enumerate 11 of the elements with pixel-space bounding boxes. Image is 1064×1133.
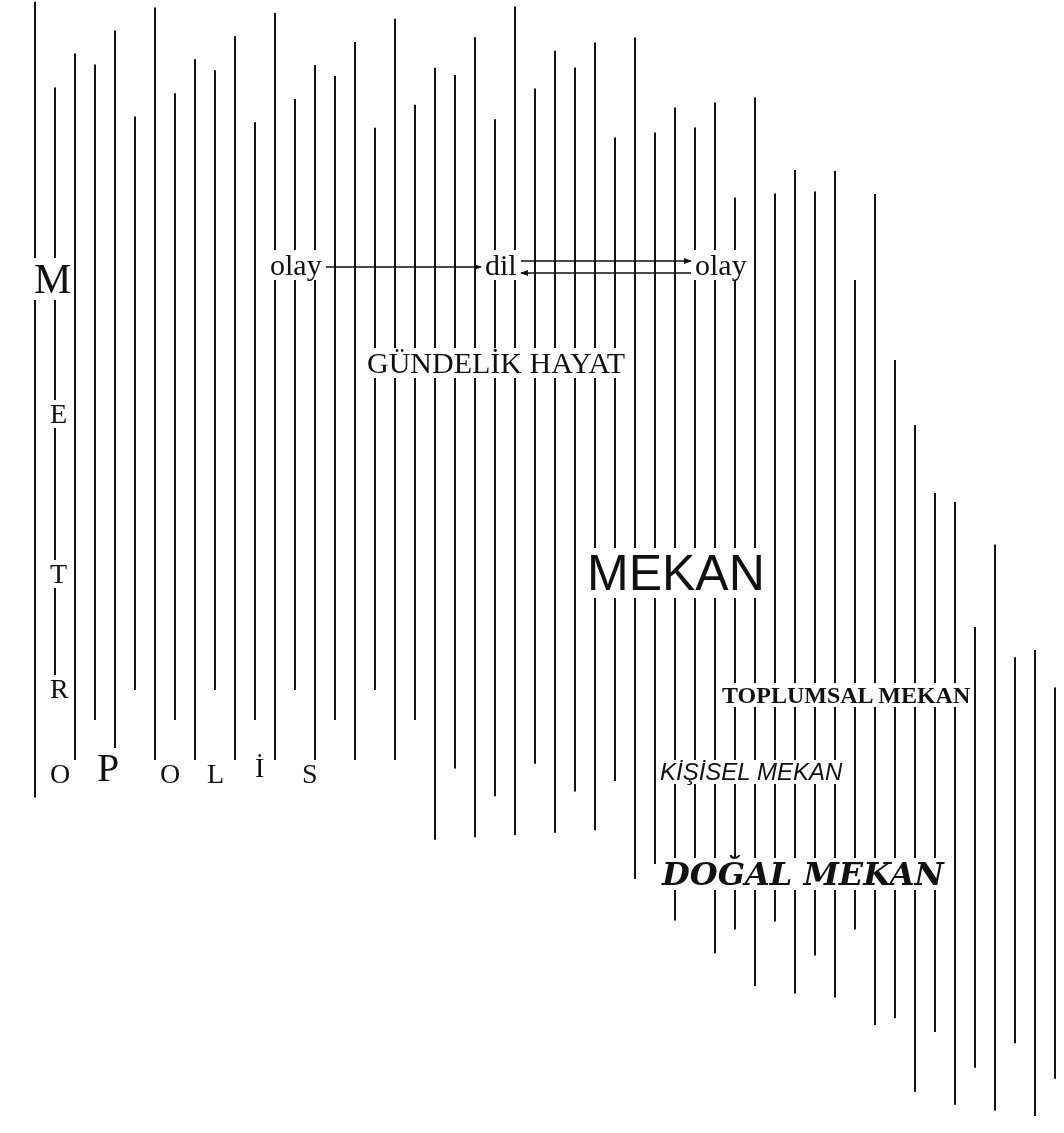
word-node: dil bbox=[483, 250, 519, 280]
arrow bbox=[520, 269, 692, 277]
heading-label: TOPLUMSAL MEKAN bbox=[720, 683, 973, 707]
arrow bbox=[520, 257, 692, 265]
heading-label: GÜNDELİK HAYAT bbox=[365, 348, 628, 378]
letter-label: M bbox=[32, 258, 74, 300]
letter-label: T bbox=[48, 560, 70, 588]
word-node: olay bbox=[693, 250, 749, 280]
heading-label: KİŞİSEL MEKAN bbox=[658, 760, 845, 784]
word-node: olay bbox=[268, 250, 324, 280]
arrow bbox=[325, 263, 482, 271]
